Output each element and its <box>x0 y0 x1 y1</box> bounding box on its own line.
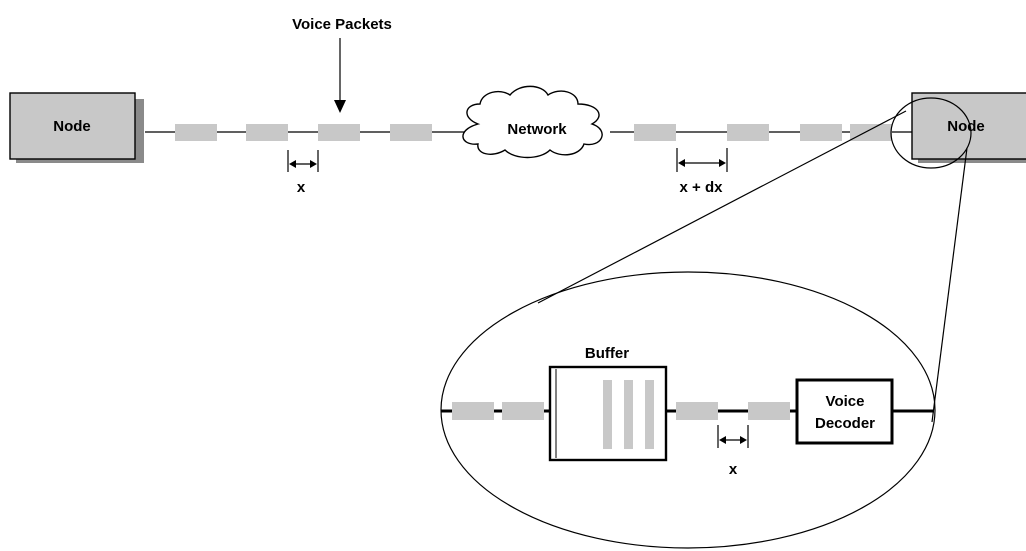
spacing-x-dx-label: x + dx <box>680 179 724 196</box>
spacing-indicator-x <box>287 150 319 172</box>
buffer-label: Buffer <box>585 345 629 362</box>
packet <box>390 124 432 141</box>
packet <box>850 124 892 141</box>
node-right-label: Node <box>947 118 985 135</box>
buffered-packet <box>603 380 612 449</box>
zoom-focus-ellipse <box>890 97 972 169</box>
zoom-connector-left <box>537 110 907 304</box>
packet <box>634 124 676 141</box>
packet <box>452 402 494 420</box>
packet <box>246 124 288 141</box>
voice-packets-label: Voice Packets <box>292 16 392 33</box>
packet <box>727 124 769 141</box>
packet <box>318 124 360 141</box>
packet <box>175 124 217 141</box>
buffer <box>548 365 668 462</box>
spacing-x-label: x <box>297 179 306 196</box>
voice-decoder-label-line2: Decoder <box>815 415 875 432</box>
packet <box>502 402 544 420</box>
node-left: Node <box>9 92 144 163</box>
network-label: Network <box>507 121 567 138</box>
node-left-label: Node <box>53 118 91 135</box>
packet <box>748 402 790 420</box>
packet <box>676 402 718 420</box>
buffered-packet <box>624 380 633 449</box>
voice-decoder: Voice Decoder <box>795 378 894 445</box>
spacing-indicator-x-dx <box>676 148 728 172</box>
voice-decoder-label-line1: Voice <box>826 393 865 410</box>
buffered-packet <box>645 380 654 449</box>
spacing-indicator-x-inner <box>717 425 749 448</box>
voice-packets-arrow <box>334 38 346 113</box>
zoom-connector-right <box>931 147 968 423</box>
node-right: Node <box>911 92 1026 163</box>
network-cloud: Network <box>462 85 603 159</box>
spacing-x-inner-label: x <box>729 461 738 478</box>
packet <box>800 124 842 141</box>
